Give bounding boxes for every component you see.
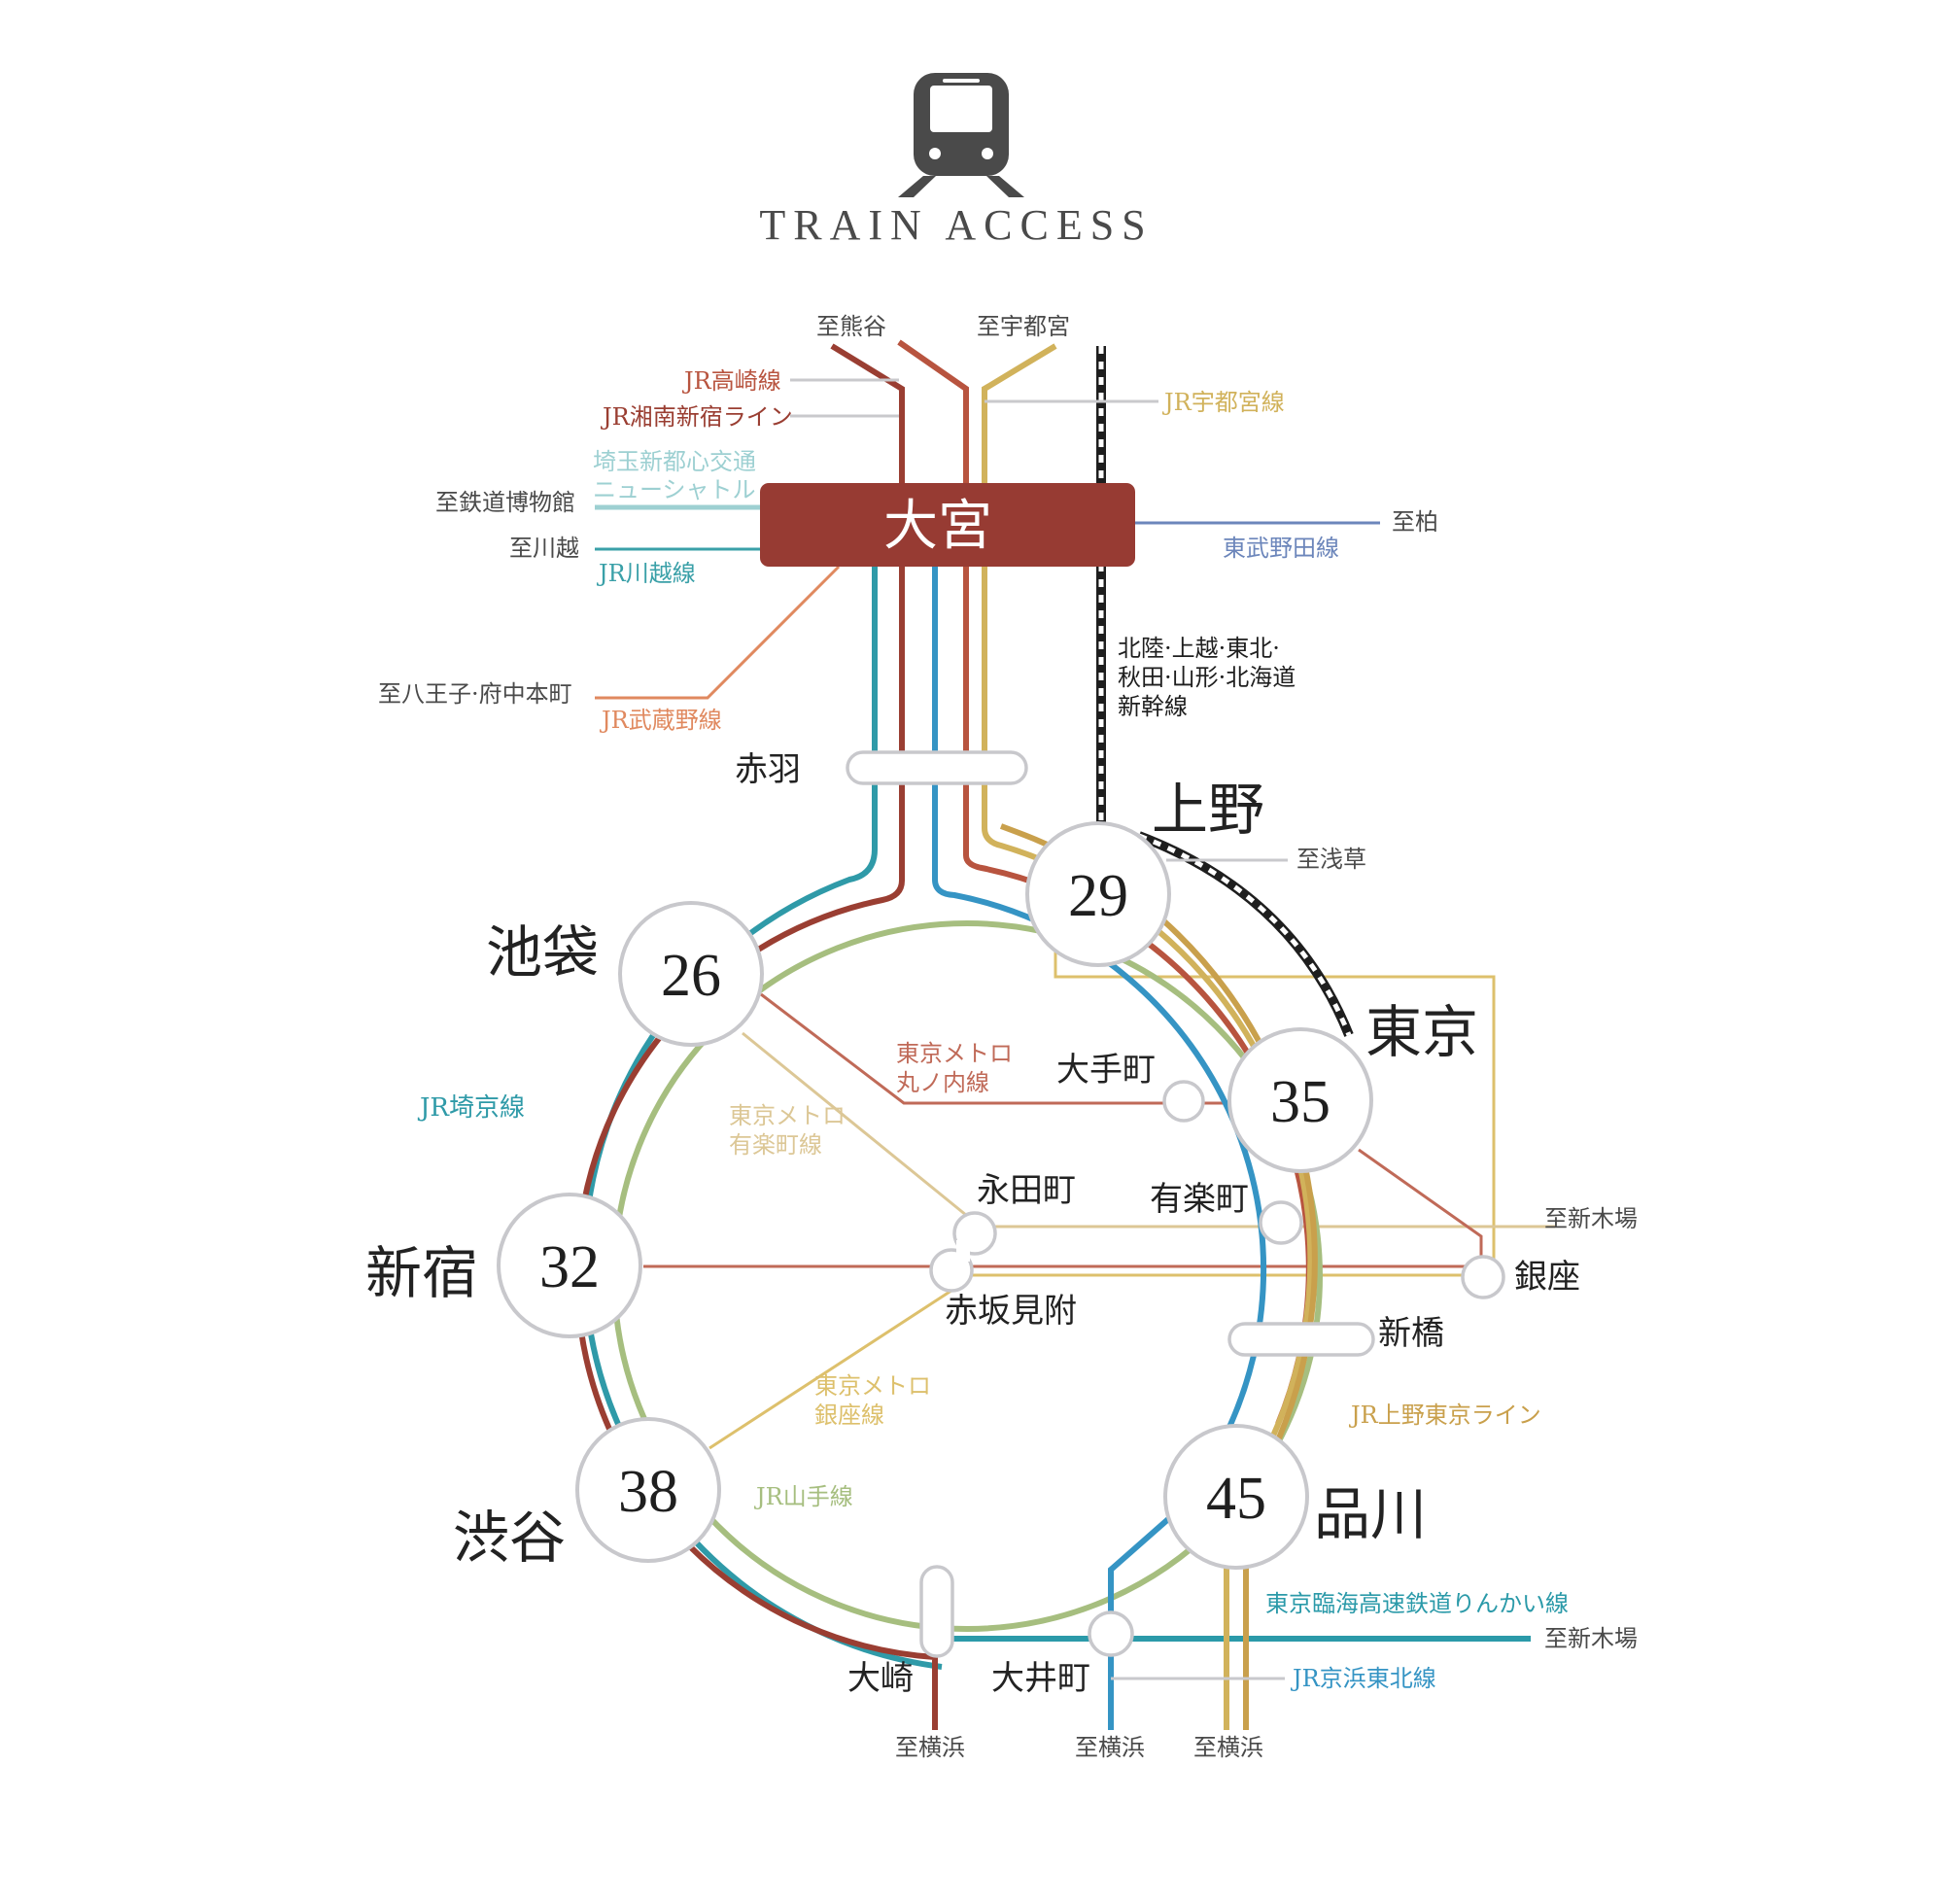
destination-kawagoe: 至川越 (509, 535, 579, 562)
ikebukuro-station-name: 池袋 (486, 919, 599, 986)
shibuya-station-name: 渋谷 (453, 1505, 566, 1571)
destination-railway-museum: 至鉄道博物館 (435, 489, 575, 516)
ikebukuro-minutes: 26 (661, 943, 721, 1009)
shinagawa-station-name: 品川 (1314, 1481, 1427, 1547)
destination-yokohama-1: 至横浜 (895, 1734, 965, 1761)
utsunomiya-line-label: JR宇都宮線 (1161, 389, 1285, 416)
oimachi-station-marker[interactable] (1088, 1610, 1134, 1657)
takasaki-line-label: JR高崎線 (681, 367, 781, 395)
destination-yokohama-2: 至横浜 (1075, 1734, 1145, 1761)
destination-yokohama-3: 至横浜 (1193, 1734, 1263, 1761)
new-shuttle-label-2: ニューシャトル (593, 476, 756, 503)
destination-kashiwa: 至柏 (1392, 508, 1438, 536)
oimachi-station-name: 大井町 (991, 1659, 1090, 1698)
shonan-line-label: JR湘南新宿ライン (600, 403, 793, 431)
destination-shinkiba-2: 至新木場 (1544, 1625, 1638, 1652)
shinagawa-minutes: 45 (1206, 1466, 1266, 1532)
akabane-station-marker[interactable] (846, 750, 1028, 785)
destination-utsunomiya: 至宇都宮 (977, 313, 1070, 340)
akabane-station-name: 赤羽 (735, 750, 801, 789)
shinjuku-station-name: 新宿 (365, 1240, 478, 1306)
ueno-tokyo-line-label: JR上野東京ライン (1348, 1402, 1541, 1429)
train-icon (898, 73, 1024, 197)
destination-kumagaya: 至熊谷 (816, 313, 886, 340)
yurakucho-line-diagonal (742, 1031, 973, 1222)
ginza-line-diagonal (708, 1283, 961, 1450)
marunouchi-label-2: 丸ノ内線 (896, 1069, 989, 1096)
destination-shinkiba-1: 至新木場 (1544, 1205, 1638, 1232)
destination-hachioji: 至八王子·府中本町 (378, 680, 572, 708)
ginza-label-1: 東京メトロ (814, 1372, 931, 1400)
takasaki-line-north (897, 339, 969, 486)
oomiya-station-box[interactable] (760, 483, 1135, 567)
shibuya-minutes: 38 (618, 1459, 678, 1525)
shinagawa-station-bubble[interactable] (1163, 1424, 1309, 1570)
marunouchi-label-1: 東京メトロ (896, 1040, 1013, 1067)
osaki-station-marker[interactable] (919, 1565, 954, 1658)
kawagoe-line-label: JR川越線 (596, 560, 696, 587)
yurakucho-label-1: 東京メトロ (729, 1102, 846, 1129)
ueno-station-bubble[interactable] (1025, 821, 1171, 967)
ginza-line-bracket (1054, 941, 1496, 1278)
musashino-line-label: JR武蔵野線 (599, 707, 722, 734)
tokyo-station-bubble[interactable] (1227, 1027, 1373, 1173)
shonan-line-north (830, 343, 905, 486)
akasaka-mitsuke-station-name: 赤坂見附 (945, 1292, 1077, 1331)
otemachi-station-name: 大手町 (1056, 1051, 1156, 1090)
nagatacho-akasaka-station-marker[interactable] (929, 1211, 997, 1293)
marunouchi-line-tokyo-ginza (1358, 1148, 1483, 1266)
nagatacho-station-name: 永田町 (977, 1171, 1076, 1210)
musashino-line (595, 565, 841, 700)
otemachi-station-marker[interactable] (1162, 1080, 1205, 1123)
keihin-tohoku-line-label: JR京浜東北線 (1290, 1665, 1436, 1692)
tobu-noda-line-label: 東武野田線 (1223, 535, 1339, 562)
yurakucho-label-2: 有楽町線 (729, 1131, 822, 1159)
ginza-station-name: 銀座 (1514, 1258, 1580, 1297)
ginza-station-marker[interactable] (1461, 1255, 1505, 1299)
shinbashi-station-marker[interactable] (1227, 1322, 1375, 1357)
shinkansen-label-3: 新幹線 (1118, 693, 1188, 720)
shinkansen-line (1096, 346, 1354, 1037)
saikyo-line-label: JR埼京線 (417, 1093, 525, 1123)
shibuya-station-bubble[interactable] (575, 1417, 721, 1563)
ueno-minutes: 29 (1068, 863, 1128, 929)
utsunomiya-line-north (982, 343, 1057, 486)
tokyo-station-name: 東京 (1365, 999, 1478, 1065)
rinkai-line-label: 東京臨海高速鉄道りんかい線 (1265, 1590, 1569, 1617)
shinkansen-label-2: 秋田·山形·北海道 (1118, 664, 1296, 691)
shinkansen-label-1: 北陸·上越·東北· (1118, 635, 1280, 662)
tokyo-minutes: 35 (1270, 1069, 1330, 1135)
page-title: TRAIN ACCESS (759, 201, 1153, 249)
yurakucho-station-name: 有楽町 (1150, 1180, 1249, 1219)
keihin-tohoku-line (932, 567, 1267, 1730)
shinbashi-station-name: 新橋 (1378, 1314, 1444, 1353)
ueno-station-name: 上野 (1152, 777, 1264, 843)
osaki-station-name: 大崎 (847, 1659, 914, 1698)
yurakucho-station-marker[interactable] (1259, 1200, 1303, 1245)
shinjuku-station-bubble[interactable] (497, 1193, 642, 1338)
new-shuttle-label-1: 埼玉新都心交通 (593, 448, 756, 475)
ginza-label-2: 銀座線 (814, 1402, 884, 1429)
yamanote-line-label: JR山手線 (753, 1483, 853, 1510)
oomiya-station-name: 大宮 (883, 495, 992, 558)
destination-asakusa: 至浅草 (1296, 846, 1366, 873)
ikebukuro-station-bubble[interactable] (618, 901, 764, 1047)
shinjuku-minutes: 32 (539, 1234, 600, 1300)
marunouchi-line-north (760, 992, 1225, 1105)
